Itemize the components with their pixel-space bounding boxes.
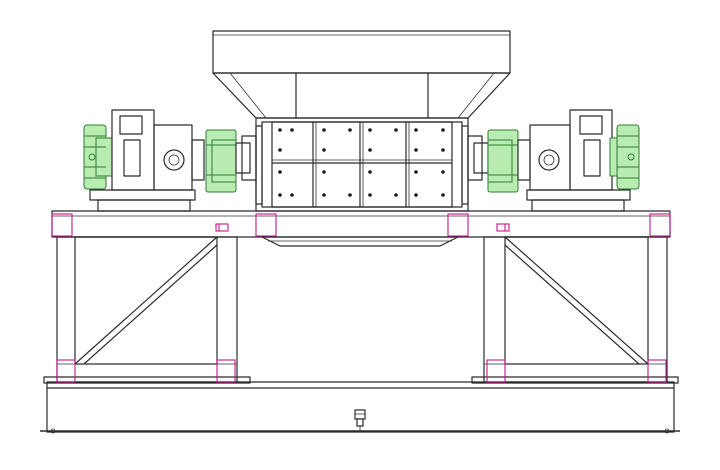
cutting-chamber [255, 117, 469, 247]
support-frame [43, 210, 679, 384]
right-drive-coupling [467, 129, 519, 193]
left-motor-pulley [83, 124, 113, 190]
left-drive-coupling [205, 129, 257, 193]
right-motor-pulley [609, 124, 640, 190]
base-skid [40, 381, 680, 434]
left-gearbox [89, 109, 205, 212]
feed-hopper [212, 30, 511, 119]
bracing-joints [51, 213, 671, 383]
drain-valve [354, 409, 366, 432]
